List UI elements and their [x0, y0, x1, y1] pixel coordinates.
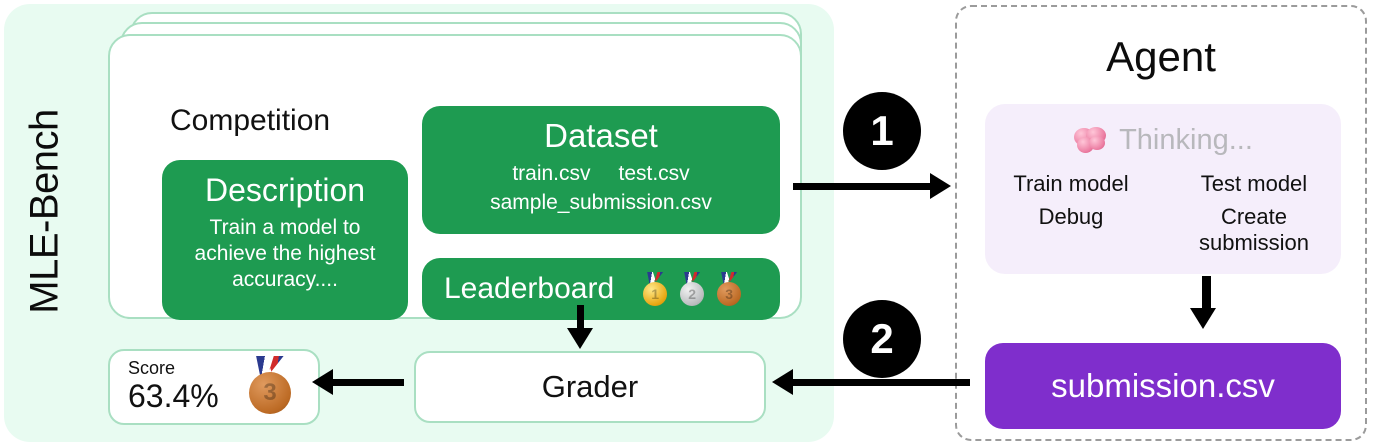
silver-medal-icon: 2	[677, 272, 707, 306]
step-badge-number: 2	[870, 315, 894, 362]
score-box[interactable]: Score 63.4% 3	[108, 349, 320, 425]
arrow-grader-to-score-head	[312, 369, 333, 395]
thinking-text: Thinking...	[1119, 124, 1253, 156]
arrow-submission-to-grader-line	[790, 379, 970, 386]
description-box[interactable]: Description Train a model to achieve the…	[162, 160, 408, 320]
medal-rank: 3	[717, 282, 742, 306]
grader-label: Grader	[541, 369, 639, 404]
leaderboard-box[interactable]: Leaderboard 1 2 3	[422, 258, 780, 320]
competition-title: Competition	[170, 104, 331, 137]
dataset-file-train: train.csv	[512, 162, 591, 186]
agent-title: Agent	[1106, 33, 1216, 80]
score-value: 63.4%	[128, 378, 219, 415]
dataset-file-sample-submission: sample_submission.csv	[490, 190, 712, 214]
submission-file-label: submission.csv	[1051, 367, 1275, 404]
dataset-box[interactable]: Dataset train.csv test.csv sample_submiss…	[422, 106, 780, 234]
mle-bench-label: MLE-Bench	[22, 109, 67, 314]
medal-rank: 2	[680, 282, 705, 306]
arrow-competition-to-agent-line	[793, 183, 933, 190]
brain-icon	[1073, 127, 1107, 154]
step-badge-number: 1	[870, 107, 894, 154]
agent-action-debug: Debug	[1038, 204, 1104, 229]
arrow-submission-to-grader-head	[772, 369, 793, 395]
bronze-medal-icon: 3	[714, 272, 744, 306]
dataset-file-list: train.csv test.csv sample_submission.csv	[422, 160, 780, 217]
bronze-medal-icon: 3	[244, 355, 296, 414]
gold-medal-icon: 1	[640, 272, 670, 306]
competition-card-front[interactable]: Competition Description Train a model to…	[108, 34, 802, 320]
agent-action-test-model: Test model	[1200, 171, 1308, 196]
description-title: Description	[204, 172, 366, 208]
agent-panel: Agent Thinking... Train model Test model…	[955, 5, 1367, 441]
submission-file-box[interactable]: submission.csv	[985, 343, 1341, 429]
mle-bench-panel: MLE-Bench Competition Description Train …	[4, 4, 834, 442]
arrow-competition-to-agent-head	[930, 173, 951, 199]
score-text-group: Score 63.4%	[110, 359, 244, 414]
description-body: Train a model to achieve the highest acc…	[194, 215, 376, 291]
leaderboard-medal-row: 1 2 3	[640, 272, 744, 306]
arrow-competition-to-grader-line	[577, 305, 584, 333]
score-medal-wrap: 3	[244, 355, 318, 419]
agent-thinking-panel: Thinking... Train model Test model Debug…	[985, 104, 1341, 274]
dataset-title: Dataset	[544, 117, 658, 154]
medal-rank: 3	[249, 371, 291, 414]
brain-lobe	[1089, 136, 1106, 150]
dataset-file-test: test.csv	[618, 162, 690, 186]
arrow-agent-to-submission-line	[1202, 276, 1211, 314]
agent-action-train-model: Train model	[1013, 171, 1129, 196]
agent-action-create-submission: Create submission	[1198, 204, 1310, 255]
score-label: Score	[128, 358, 176, 379]
medal-rank: 1	[643, 282, 668, 306]
arrow-agent-to-submission-head	[1190, 308, 1216, 329]
step-badge-2: 2	[843, 300, 921, 378]
arrow-grader-to-score-line	[330, 379, 404, 386]
leaderboard-title: Leaderboard	[444, 272, 615, 305]
grader-box[interactable]: Grader	[414, 351, 766, 423]
thinking-row: Thinking...	[985, 104, 1341, 157]
step-badge-1: 1	[843, 92, 921, 170]
agent-action-list: Train model Test model Debug Create subm…	[985, 157, 1341, 256]
arrow-competition-to-grader-head	[567, 328, 593, 349]
